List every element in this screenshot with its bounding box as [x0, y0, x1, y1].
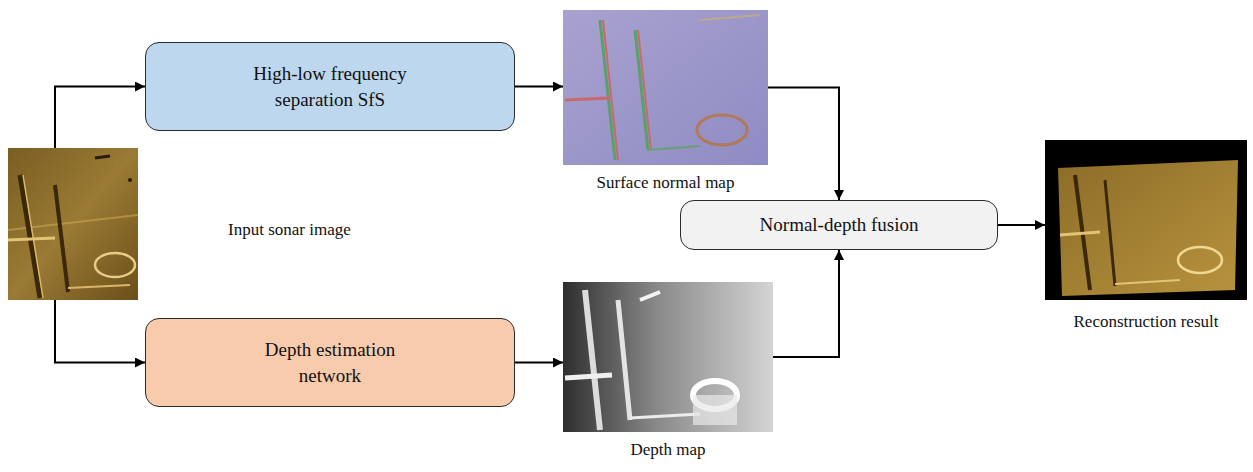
fusion-box: Normal-depth fusion [680, 200, 998, 250]
reconstruction-image [1045, 140, 1247, 300]
reconstruction-node: Reconstruction result [1045, 140, 1247, 300]
flow-arrow [998, 224, 1045, 226]
sonar-image-node: Input sonar image [8, 148, 138, 300]
image-caption: Reconstruction result [1045, 312, 1247, 332]
flow-arrow [773, 250, 839, 357]
flow-arrow [515, 86, 563, 88]
normal-map-node: Surface normal map [563, 10, 768, 165]
process-box: High-low frequency separation SfS [145, 42, 515, 131]
box-label: High-low frequency separation SfS [230, 61, 430, 112]
depth-map-node: Depth map [563, 282, 773, 432]
normal-map-image [563, 10, 768, 165]
depth-map-image [563, 282, 773, 432]
box-label: Depth estimation network [245, 337, 415, 388]
flow-arrow [55, 87, 145, 149]
flow-arrow [768, 88, 839, 201]
image-caption: Depth map [563, 440, 773, 460]
image-caption: Input sonar image [228, 220, 351, 240]
box-label: Normal-depth fusion [760, 212, 919, 238]
flow-arrow [55, 300, 145, 363]
process-box: Depth estimation network [145, 318, 515, 407]
flow-arrow [515, 362, 563, 364]
image-caption: Surface normal map [563, 173, 768, 193]
sonar-image [8, 148, 138, 300]
